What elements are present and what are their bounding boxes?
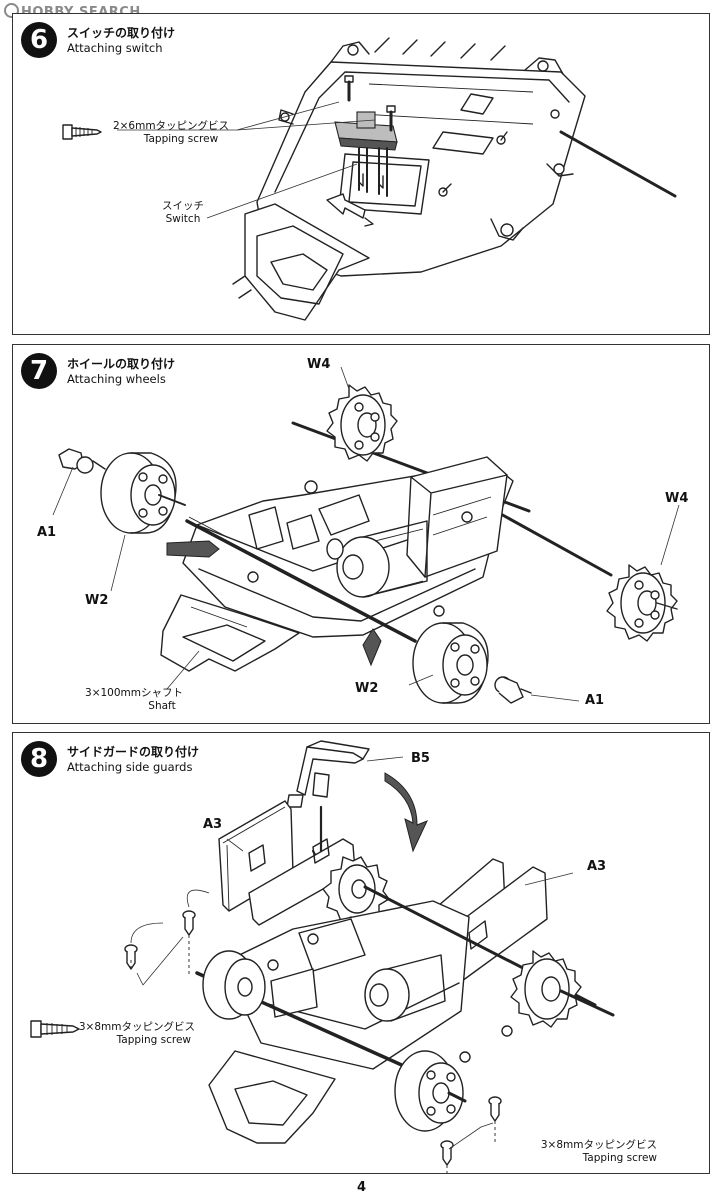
chassis-frame-drawing: [160, 456, 514, 672]
step-8-panel: 8 サイドガードの取り付け Attaching side guards: [12, 732, 710, 1174]
switch-label-jp: スイッチ: [162, 200, 204, 212]
screw-drop-icon-3: [488, 1096, 502, 1122]
step-6-title-en: Attaching switch: [67, 41, 163, 55]
wheel-w2-left-drawing: [100, 452, 186, 534]
label-w4-top: W4: [307, 357, 331, 372]
label-a3-right: A3: [587, 859, 607, 874]
bushing-a1-right-drawing: [494, 676, 532, 704]
step-7-number: 7: [21, 353, 57, 389]
step-7-title-jp: ホイールの取り付け: [67, 357, 176, 371]
screw-left-label-jp: 3×8mmタッピングビス: [78, 1021, 195, 1033]
wheel-w4-right-drawing: [606, 564, 678, 642]
tapping-screw-icon-left: [30, 1020, 80, 1038]
step-7-illustration: [52, 366, 680, 704]
page-number: 4: [356, 1180, 367, 1195]
chassis-assembly-drawing: [208, 900, 513, 1144]
bracket-b5-drawing: [286, 740, 370, 808]
wheel-front-right-drawing: [394, 1050, 467, 1132]
screw-drop-icon-4: [440, 1140, 454, 1166]
step-6-number: 6: [21, 22, 57, 58]
screw-drop-icon-2: [124, 944, 138, 970]
screw-right-label-jp: 3×8mmタッピングビス: [540, 1139, 657, 1151]
label-w2-left: W2: [85, 593, 109, 608]
label-w4-right: W4: [665, 491, 689, 506]
hobby-search-logo-icon: [4, 3, 19, 18]
step-6-title-jp: スイッチの取り付け: [67, 26, 176, 40]
step-8-title-en: Attaching side guards: [67, 760, 193, 774]
chassis-body-drawing: [232, 37, 586, 321]
screw-drop-icon-1: [182, 910, 196, 936]
wheel-front-left-drawing: [202, 950, 266, 1020]
insert-arrow-left-icon: [166, 540, 220, 558]
screw-drop-left-icon: [344, 75, 354, 102]
label-w2-right: W2: [355, 681, 379, 696]
step-7-title-en: Attaching wheels: [67, 372, 166, 386]
screw-label-jp: 2×6mmタッピングビス: [112, 120, 230, 132]
screw-label-en: Tapping screw: [143, 133, 219, 145]
label-a3-left: A3: [203, 817, 223, 832]
screw-left-label-en: Tapping screw: [116, 1034, 191, 1046]
slide-arrow-icon: [326, 193, 366, 219]
step-6-illustration: [62, 37, 677, 321]
tapping-screw-icon: [62, 124, 102, 140]
screw-right-label-en: Tapping screw: [582, 1152, 657, 1164]
label-a1-right: A1: [585, 693, 605, 708]
bushing-a1-left-drawing: [58, 448, 106, 474]
side-guard-a3-left-drawing: [218, 800, 356, 926]
step-8-number: 8: [21, 741, 57, 777]
switch-part-drawing: [334, 111, 398, 197]
step-6-panel: 6 スイッチの取り付け Attaching switch: [12, 13, 710, 335]
wheel-w4-rear-right-drawing: [510, 950, 615, 1028]
insert-arrow-bottom-icon: [362, 628, 382, 667]
step-8-title-jp: サイドガードの取り付け: [67, 745, 200, 759]
rotate-arrow-icon: [384, 772, 428, 853]
wheel-w4-top-drawing: [326, 384, 398, 462]
front-shaft-drawing: [185, 519, 417, 643]
label-a1-left: A1: [37, 525, 57, 540]
screw-drop-right-icon: [386, 105, 396, 132]
step-7-panel: 7 ホイールの取り付け Attaching wheels: [12, 344, 710, 724]
step-8-illustration: [30, 740, 615, 1173]
switch-label-en: Switch: [165, 213, 201, 225]
shaft-label-jp: 3×100mmシャフト: [85, 687, 183, 699]
shaft-label-en: Shaft: [148, 700, 176, 712]
wheel-w4-rear-left-drawing: [322, 856, 390, 924]
label-b5: B5: [411, 751, 430, 766]
rear-axle-drawing: [559, 130, 677, 198]
wheel-w2-right-drawing: [412, 622, 489, 704]
